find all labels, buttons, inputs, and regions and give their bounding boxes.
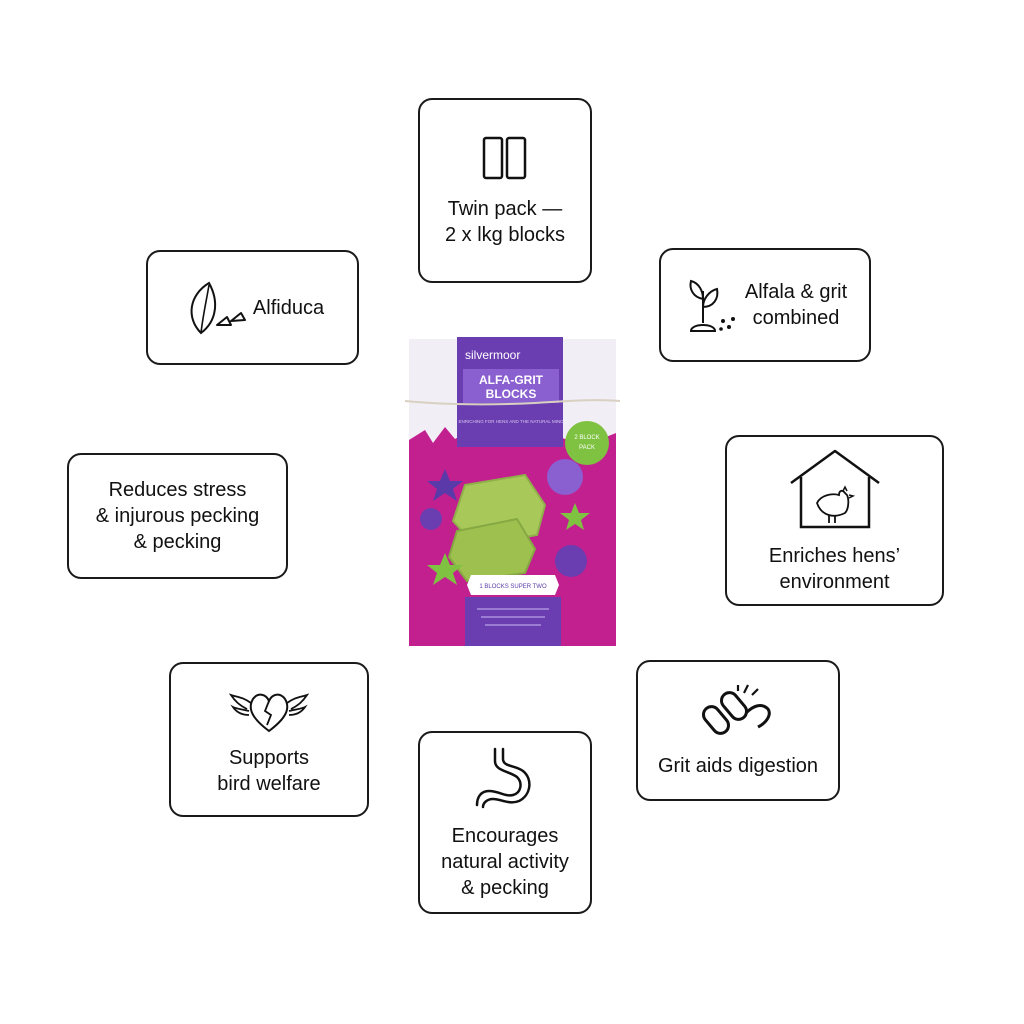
feature-welfare: Supports bird welfare: [169, 662, 369, 817]
leaf-seeds-icon: [190, 281, 246, 334]
star-callout-3: [427, 553, 463, 585]
brand-name: silvermoor: [465, 348, 520, 362]
twin-pack-label: Twin pack — 2 x lkg blocks: [444, 197, 566, 246]
feature-reduces-stress: Reduces stress & injurous pecking & peck…: [67, 453, 288, 579]
svg-text:PACK: PACK: [579, 445, 595, 451]
star-callout-2: [560, 503, 590, 530]
enriches-label: Enriches hens’ environment: [768, 544, 901, 593]
twin-blocks-icon: [482, 136, 527, 179]
alfalfa-block-bottom: [447, 517, 537, 583]
reduces-stress-label: Reduces stress & injurous pecking & peck…: [95, 479, 260, 553]
ribbon: [467, 575, 559, 595]
pack-badge: [565, 421, 609, 465]
broken-chain-icon: [702, 684, 771, 735]
string-tie: [405, 399, 620, 406]
circle-callout-1: [420, 508, 442, 530]
stomach-icon: [475, 747, 531, 808]
feature-alfalfa: Alfiduca: [146, 250, 359, 365]
hen-house-icon: [789, 449, 880, 528]
alfalfa-label: Alfiduca: [252, 296, 325, 319]
title-plate: [463, 369, 559, 403]
feature-enriches: Enriches hens’ environment: [725, 435, 944, 606]
product-name-line2: BLOCKS: [486, 387, 537, 401]
winged-heart-icon: [229, 692, 309, 732]
activity-label: Encourages natural activity & pecking: [441, 824, 569, 899]
product-name-line1: ALFA-GRIT: [479, 373, 544, 387]
feature-activity: Encourages natural activity & pecking: [418, 731, 592, 914]
ribbon-text: 1 BLOCKS SUPER TWO: [479, 584, 547, 590]
star-callout-1: [427, 469, 463, 501]
info-panel: [465, 597, 561, 646]
circle-callout-3: [555, 545, 587, 577]
feature-twin-pack: Twin pack — 2 x lkg blocks: [418, 98, 592, 283]
product-bag: silvermoor ALFA-GRIT BLOCKS ENRICHING FO…: [405, 337, 620, 646]
circle-callout-2: [547, 459, 583, 495]
alfalfa-grit-label: Alfala & grit combined: [744, 281, 848, 329]
product-subtitle: ENRICHING FOR HENS AND THE NATURAL MIND: [459, 419, 565, 424]
sprout-grit-icon: [689, 279, 735, 332]
welfare-label: Supports bird welfare: [217, 746, 321, 795]
feature-alfalfa-grit: Alfala & grit combined: [659, 248, 871, 362]
pack-badge-text: 2 BLOCK: [574, 435, 599, 441]
feature-digestion: Grit aids digestion: [636, 660, 840, 801]
digestion-label: Grit aids digestion: [657, 754, 819, 777]
